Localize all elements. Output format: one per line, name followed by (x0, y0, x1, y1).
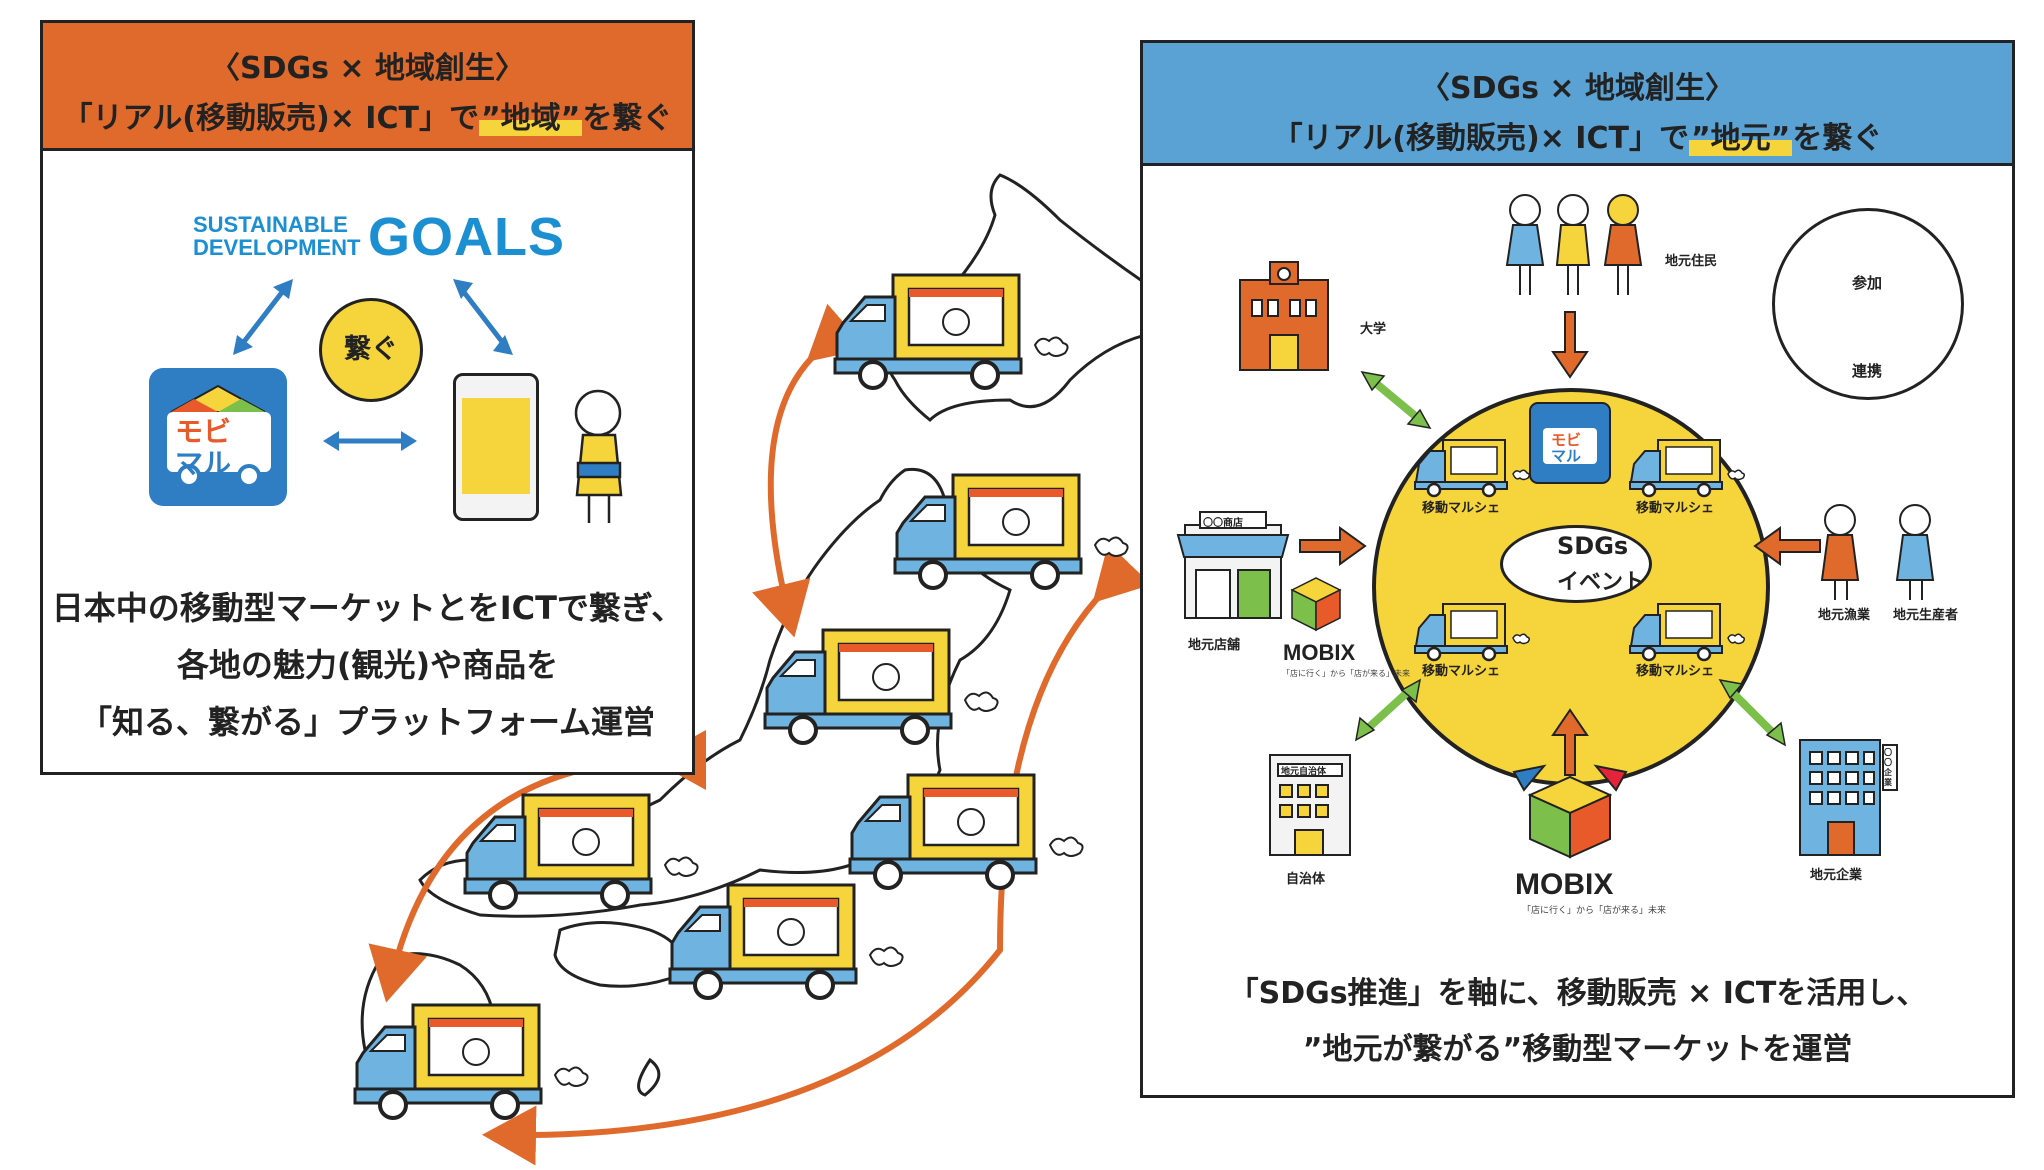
circle-app-icon-label: モビ マル (1551, 431, 1582, 465)
sdgs-event-badge: SDGs イベント (1500, 525, 1652, 603)
residents-figures (1505, 194, 1643, 295)
participate-arrows (1299, 311, 1821, 776)
arrow-residents (1551, 311, 1589, 379)
arrow-mobix (1551, 708, 1589, 776)
left-panel-header: 〈SDGs × 地域創生〉 「リアル(移動販売)× ICT」で”地域”を繋ぐ (43, 23, 692, 151)
legend-circle (1772, 208, 1964, 400)
legend-participate-label: 参加 (1852, 274, 1883, 292)
smartphone-map (453, 373, 539, 521)
circle-truck-label-1: 移動マルシェ (1422, 501, 1501, 516)
company-label: 地元企業 (1810, 868, 1863, 883)
mobix-small-tagline: 「店に行く」から「店が来る」未来 (1282, 669, 1410, 678)
mobix-large-tagline: 「店に行く」から「店が来る」未来 (1522, 906, 1667, 916)
left-header-subtitle: 「リアル(移動販売)× ICT」で”地域”を繋ぐ (62, 101, 673, 136)
circle-truck-2 (1628, 438, 1746, 498)
left-header-title: 〈SDGs × 地域創生〉 (209, 51, 525, 86)
arrow-fishery (1753, 526, 1821, 566)
university-building (1239, 261, 1329, 371)
university-label: 大学 (1360, 322, 1387, 337)
connect-badge: 繋ぐ (319, 298, 423, 402)
left-description-line-2: 各地の魅力(観光)や商品を (176, 646, 559, 684)
left-description-line-1: 日本中の移動型マーケットとをICTで繋ぎ、 (51, 589, 684, 627)
left-description-line-3: 「知る、繋がる」プラットフォーム運営 (79, 703, 656, 741)
mobimaru-app-icon: モビ マル (149, 368, 287, 506)
arrow-store (1299, 526, 1367, 566)
left-connector-arrows (233, 279, 623, 523)
circle-truck-4 (1628, 602, 1746, 662)
sdgs-goals-word: GOALS (368, 207, 566, 267)
circle-truck-3 (1413, 602, 1531, 662)
mobix-small-wordmark: MOBIX (1283, 640, 1356, 665)
right-panel-header: 〈SDGs × 地域創生〉 「リアル(移動販売)× ICT」で”地元”を繋ぐ (1143, 43, 2012, 166)
residents-label: 地元住民 (1665, 254, 1718, 269)
store-sign: 〇〇商店 (1203, 518, 1243, 529)
municipality-sign: 地元自治体 (1281, 767, 1327, 777)
circle-truck-label-4: 移動マルシェ (1636, 664, 1715, 679)
girl-figure (574, 389, 623, 523)
circle-truck-label-2: 移動マルシェ (1636, 501, 1715, 516)
left-concept-panel: 〈SDGs × 地域創生〉 「リアル(移動販売)× ICT」で”地域”を繋ぐ S… (40, 20, 695, 775)
right-description-line-1: 「SDGs推進」を軸に、移動販売 × ICTを活用し、 (1228, 976, 1927, 1011)
mobix-small-logo (1290, 577, 1342, 632)
sdgs-logo-text: SUSTAINABLE DEVELOPMENT (193, 212, 361, 260)
right-description-line-2: ”地元が繋がる”移動型マーケットを運営 (1302, 1032, 1853, 1067)
collaborate-arrows (1363, 376, 1778, 738)
sdgs-event-line-1: SDGs (1557, 532, 1629, 560)
municipality-building (1269, 754, 1351, 856)
app-icon-label: モビ マル (175, 415, 232, 480)
store-label: 地元店舗 (1188, 638, 1241, 653)
company-sign: 〇〇企業 (1884, 748, 1892, 787)
smartphone-screen (462, 398, 530, 494)
municipality-label: 自治体 (1286, 872, 1326, 887)
producer-label: 地元生産者 (1893, 608, 1959, 623)
local-company-building (1799, 739, 1898, 856)
mobix-large-logo (1512, 764, 1628, 859)
circle-truck-label-3: 移動マルシェ (1422, 664, 1501, 679)
legend-collaborate-label: 連携 (1852, 362, 1883, 380)
fishery-producer-figures (1820, 504, 1935, 600)
local-store-building (1176, 511, 1290, 619)
map-arrow-tohoku-kyushu (482, 543, 1152, 1166)
mobix-large-wordmark: MOBIX (1515, 868, 1614, 901)
sdgs-event-line-2: イベント (1557, 570, 1646, 595)
fishery-label: 地元漁業 (1818, 608, 1871, 623)
right-header-title: 〈SDGs × 地域創生〉 (1419, 71, 1735, 106)
circle-truck-1 (1413, 438, 1531, 498)
right-header-subtitle: 「リアル(移動販売)× ICT」で”地元”を繋ぐ (1272, 121, 1883, 156)
